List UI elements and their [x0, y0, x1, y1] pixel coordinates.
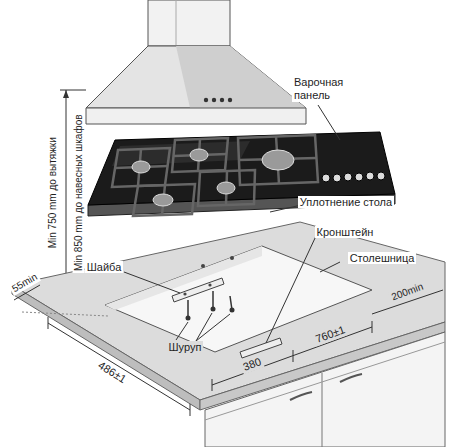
dimension-label: Min 850 mm до навесных шкафов: [72, 113, 84, 274]
part-label: Варочная панель: [292, 76, 368, 101]
part-label: Шайба: [85, 261, 124, 274]
dimension-label: Min 750 mm до вытяжки: [47, 135, 59, 250]
part-label: Столешница: [348, 252, 417, 265]
part-label: Шуруп: [167, 341, 204, 354]
part-label: Уплотнение стола: [298, 196, 394, 209]
part-label: Кронштейн: [315, 226, 376, 239]
